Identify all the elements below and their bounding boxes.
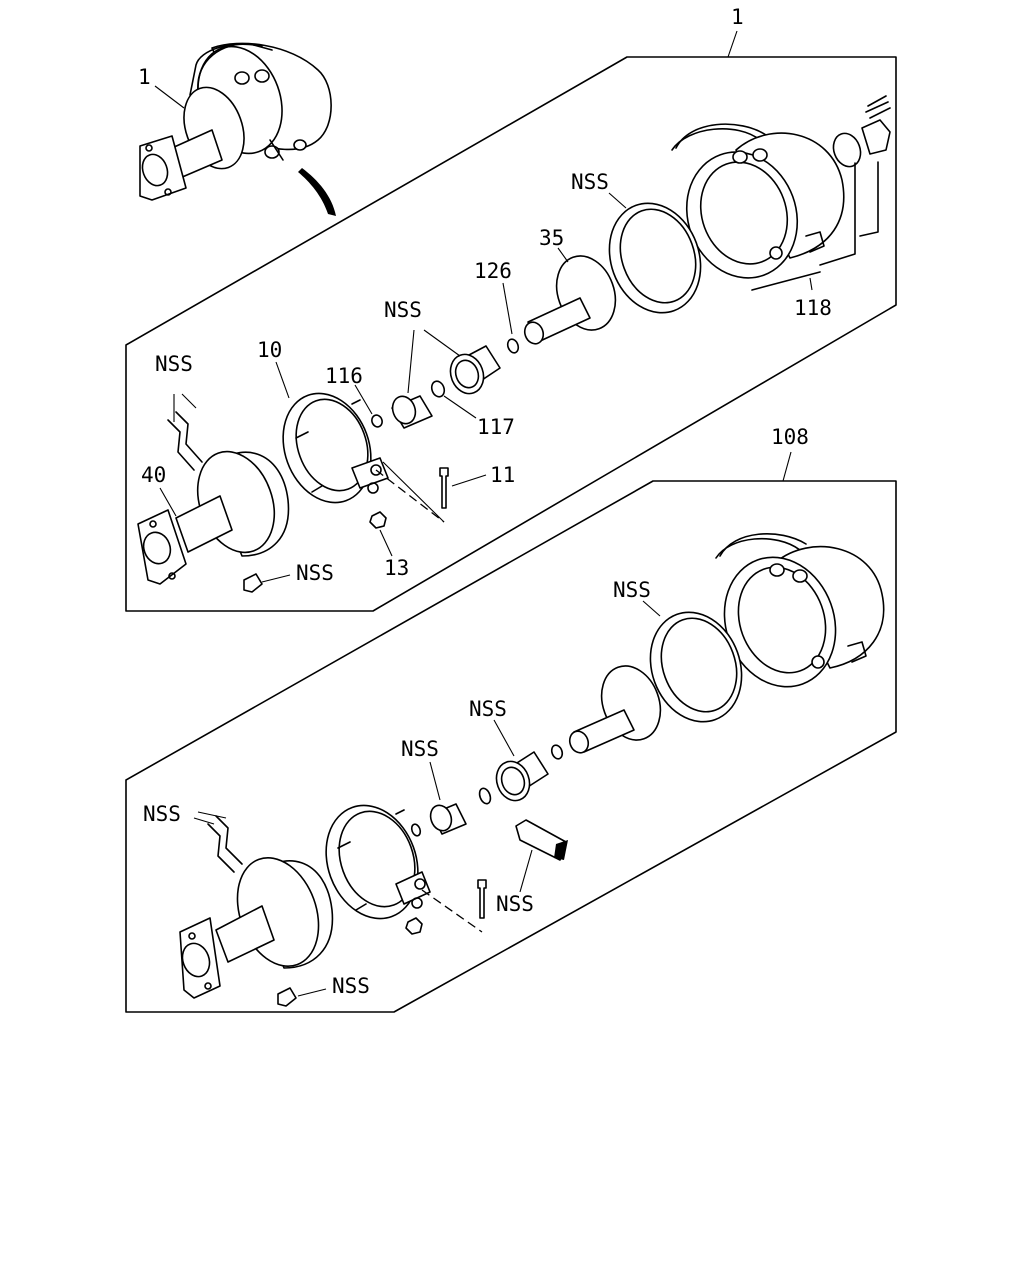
leader-10	[276, 362, 289, 398]
leader-nss-tool-bottom	[520, 850, 532, 892]
leader-nss-seal-top	[609, 193, 626, 208]
lower-cup-seal	[491, 752, 548, 805]
lower-nut	[406, 918, 422, 934]
callout-11: 11	[490, 463, 515, 487]
upper-washer-116	[370, 414, 384, 429]
lower-tubes	[208, 816, 242, 872]
leader-nss-seal-bottom	[643, 601, 660, 616]
leader-35	[558, 248, 568, 262]
callout-118: 118	[794, 296, 832, 320]
callout-nss-seal-bottom: NSS	[613, 578, 651, 602]
leader-126	[503, 283, 512, 334]
upper-ring-126	[506, 338, 520, 355]
lower-bushing	[427, 802, 466, 834]
leader-nss-bushing-bottom	[430, 762, 440, 800]
lower-bolt	[478, 880, 486, 918]
upper-tubes	[168, 412, 202, 470]
leader-nss-tubes-bottom-b	[198, 812, 226, 818]
callout-nss-seal-top: NSS	[571, 170, 609, 194]
callout-nss-cup-bottom: NSS	[469, 697, 507, 721]
upper-bolt-11	[440, 468, 448, 508]
lower-ring-a	[550, 744, 564, 761]
upper-nut-13	[370, 512, 386, 528]
upper-bracket-line	[383, 462, 444, 522]
callout-13: 13	[384, 556, 409, 580]
upper-piston-35	[522, 248, 626, 347]
leader-117	[444, 396, 476, 418]
callout-nss-tubes-top: NSS	[155, 352, 193, 376]
callout-nss-tubes-bottom: NSS	[143, 802, 181, 826]
callout-nss-tool-bottom: NSS	[496, 892, 534, 916]
callout-top-assembly: 1	[731, 5, 744, 29]
lower-ring-b	[478, 787, 493, 805]
callout-126: 126	[474, 259, 512, 283]
leader-118	[810, 278, 812, 290]
callout-10: 10	[257, 338, 282, 362]
leader-116	[355, 385, 372, 414]
upper-drain-plug	[244, 574, 262, 592]
leader-nss-plug-bottom	[298, 989, 326, 996]
leader-nss-tubes-bottom-a	[194, 818, 214, 824]
lower-flange-pipe	[178, 846, 333, 998]
leader-nss-cups-b	[424, 330, 460, 356]
callout-nss-cups-top: NSS	[384, 298, 422, 322]
leader-13	[380, 530, 392, 556]
callout-nss-bushing-bottom: NSS	[401, 737, 439, 761]
callout-35: 35	[539, 226, 564, 250]
upper-housing-118	[669, 96, 890, 294]
leader-11	[452, 475, 486, 486]
callout-inset-part: 1	[138, 65, 151, 89]
lower-washer	[410, 823, 422, 837]
inset-assembled-unit	[138, 35, 336, 216]
callout-nss-plug-top: NSS	[296, 561, 334, 585]
leader-nss-plug-top	[262, 575, 290, 582]
lower-drain-plug	[278, 988, 296, 1006]
leader-assembly-108	[783, 452, 791, 481]
leader-inset-1	[155, 86, 184, 108]
leader-nss-tubes-top-b	[182, 394, 196, 408]
leader-nss-cup-bottom	[494, 720, 514, 756]
callout-117: 117	[477, 415, 515, 439]
leader-nss-cups-a	[408, 330, 414, 393]
callout-40: 40	[141, 463, 166, 487]
callout-nss-plug-bottom: NSS	[332, 974, 370, 998]
callout-lower-assembly: 108	[771, 425, 809, 449]
lower-bolt-dash	[422, 890, 482, 932]
leader-assembly-1	[728, 31, 737, 57]
upper-ring-117	[430, 379, 447, 398]
callout-116: 116	[325, 364, 363, 388]
lower-tool	[516, 820, 568, 860]
